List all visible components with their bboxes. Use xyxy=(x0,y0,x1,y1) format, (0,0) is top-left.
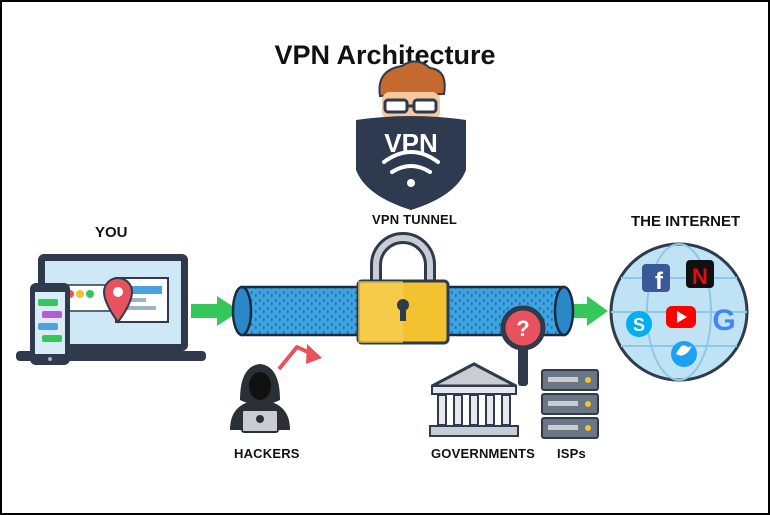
svg-text:S: S xyxy=(633,315,645,335)
label-governments: GOVERNMENTS xyxy=(431,446,536,461)
diagram-title: VPN Architecture xyxy=(274,40,496,70)
twitter-icon xyxy=(671,341,697,367)
padlock-icon xyxy=(356,232,450,345)
svg-text:?: ? xyxy=(516,316,529,341)
label-hackers: HACKERS xyxy=(234,446,300,461)
arrow-you-to-tunnel xyxy=(191,296,240,326)
vpn-character-icon xyxy=(356,60,466,210)
isp-server-icon xyxy=(541,369,599,439)
phone-icon xyxy=(30,283,70,365)
youtube-icon xyxy=(666,306,696,328)
facebook-icon: f xyxy=(642,264,670,295)
hacker-attack-arrow xyxy=(277,344,322,371)
government-building-icon xyxy=(429,362,519,437)
skype-icon: S xyxy=(626,311,652,337)
netflix-icon: N xyxy=(686,260,714,289)
shield-text: VPN xyxy=(384,128,437,158)
magnifier-icon: ? xyxy=(500,305,546,386)
google-icon: G xyxy=(712,304,735,337)
label-the-internet: THE INTERNET xyxy=(631,213,741,230)
arrow-tunnel-to-internet xyxy=(569,296,608,326)
svg-text:G: G xyxy=(712,304,735,337)
svg-text:N: N xyxy=(692,264,708,289)
label-you: YOU xyxy=(95,224,128,241)
label-vpn-tunnel: VPN TUNNEL xyxy=(372,212,458,227)
location-pin-icon xyxy=(102,277,134,324)
label-isps: ISPs xyxy=(557,446,586,461)
svg-text:f: f xyxy=(655,268,664,295)
hacker-icon xyxy=(230,364,290,433)
